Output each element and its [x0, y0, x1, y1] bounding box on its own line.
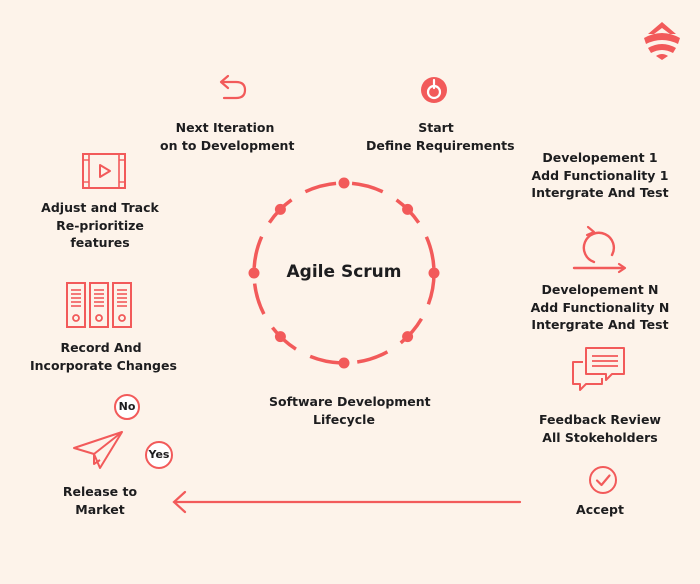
check-circle-icon: [589, 466, 617, 494]
binders-icon: [66, 282, 132, 328]
chat-bubbles-icon: [572, 347, 625, 391]
ring-node: [274, 203, 286, 215]
paper-plane-icon: [73, 431, 123, 469]
ring-node: [338, 177, 350, 189]
ring-node: [428, 267, 440, 279]
ring-node: [274, 331, 286, 343]
power-icon: [421, 77, 447, 103]
no-badge-icon: [114, 394, 140, 420]
yes-badge-icon: [145, 441, 173, 469]
logo-icon: [644, 22, 680, 60]
ring-node: [402, 203, 414, 215]
center-title: Agile Scrum: [286, 262, 402, 282]
label-accept: Accept: [576, 502, 624, 517]
sprint-cycle-icon: [572, 225, 627, 274]
badge-yes: Yes: [148, 448, 170, 461]
badge-no: No: [118, 400, 136, 413]
ring-node: [338, 357, 350, 369]
ring-node: [402, 331, 414, 343]
undo-arrow-icon: [219, 74, 247, 100]
ring-node: [248, 267, 260, 279]
release-arrow: [172, 490, 522, 514]
video-player-icon: [82, 153, 126, 189]
